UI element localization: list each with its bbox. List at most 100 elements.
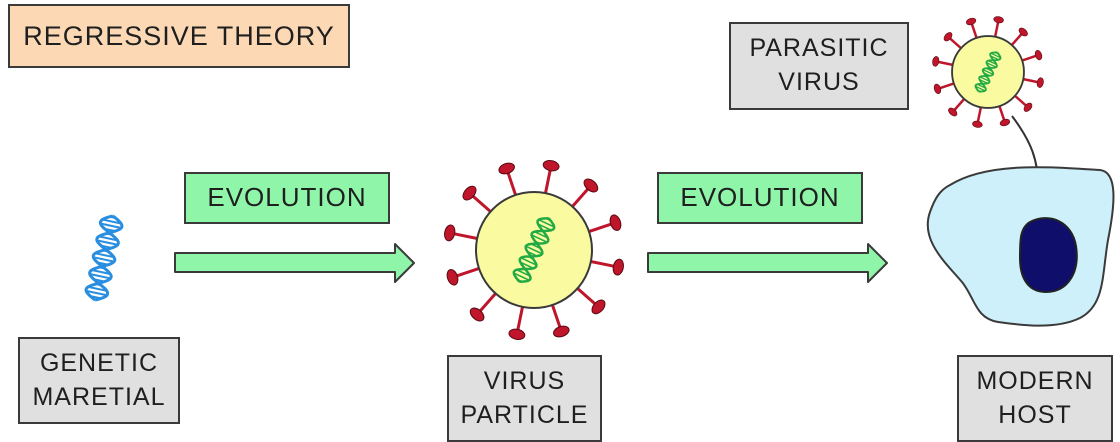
- virus-spike: [976, 105, 983, 123]
- helix-rung: [537, 223, 552, 231]
- helix-rung: [525, 245, 543, 255]
- helix-rung: [96, 239, 118, 246]
- helix-rung: [977, 83, 986, 89]
- virus-spike: [455, 266, 482, 278]
- virus-spike: [569, 187, 590, 209]
- helix-rung: [519, 261, 534, 269]
- virus-spike-head: [462, 185, 477, 201]
- helix-rung: [975, 85, 986, 92]
- virus-spike: [478, 291, 499, 313]
- virus-spike-head: [999, 118, 1011, 127]
- virus-spike-head: [508, 328, 526, 340]
- helix-rung: [102, 249, 109, 253]
- helix-rung: [100, 244, 112, 249]
- parasitic-virus-label: PARASITIC VIRUS: [729, 22, 909, 110]
- helix-rung: [89, 273, 111, 280]
- virus-spike: [953, 97, 966, 111]
- helix-rung: [979, 78, 988, 84]
- virus-spike: [1020, 54, 1037, 63]
- virus-spike-head: [444, 224, 456, 242]
- virus-spike: [453, 232, 480, 241]
- virus-spike-head: [933, 83, 942, 95]
- virus-spike-head: [612, 258, 624, 276]
- helix-rung: [516, 278, 523, 283]
- virus-spike: [993, 21, 1000, 39]
- helix-rung: [98, 266, 105, 270]
- helix-rung: [994, 51, 999, 55]
- virus-spike-head: [1018, 27, 1028, 37]
- helix-rung: [93, 278, 105, 283]
- nucleus: [1018, 217, 1078, 294]
- host-cell-icon: [926, 166, 1115, 327]
- virus-spike: [939, 81, 956, 90]
- virus-spike-head: [591, 299, 606, 315]
- helix-rung: [990, 55, 999, 61]
- helix-rung: [516, 269, 531, 277]
- arrow-right-icon: [174, 243, 415, 283]
- virus-icon: [444, 160, 624, 340]
- helix-rung: [104, 227, 116, 233]
- virus-spike-head: [609, 214, 622, 231]
- evolution-label-2: EVOLUTION: [657, 172, 863, 224]
- virus-spike-head: [943, 32, 953, 42]
- helix-rung: [87, 285, 107, 292]
- dna-helix-icon: [84, 214, 124, 302]
- genetic-material-label: GENETIC MARETIAL: [18, 337, 180, 424]
- virus-spike-head: [1036, 77, 1044, 88]
- helix-rung: [527, 255, 534, 260]
- virus-spike-head: [1023, 102, 1033, 112]
- virus-spike: [1021, 77, 1039, 84]
- helix-rung: [534, 240, 541, 245]
- virus-spike-head: [583, 178, 599, 193]
- arrow-right-icon: [647, 243, 888, 283]
- virus-spike-head: [932, 56, 940, 67]
- virus-spike-head: [993, 16, 1004, 24]
- virus-spike-head: [498, 162, 515, 175]
- helix-rung: [95, 252, 115, 259]
- helix-rung: [988, 60, 997, 66]
- virus-spike: [997, 104, 1006, 121]
- helix-rung: [534, 231, 549, 239]
- virus-spike-head: [469, 307, 485, 322]
- virus-spike-head: [542, 160, 560, 172]
- helix-rung: [90, 295, 102, 300]
- helix-rung: [97, 261, 109, 266]
- evolution-label-1: EVOLUTION: [184, 172, 390, 224]
- helix-rung: [100, 222, 122, 229]
- helix-rung: [990, 52, 1001, 59]
- virus-spike: [1010, 33, 1023, 47]
- helix-rung: [513, 272, 530, 281]
- virus-icon: [932, 16, 1044, 128]
- viral-dna-icon: [512, 217, 556, 283]
- helix-rung: [983, 75, 988, 79]
- helix-rung: [531, 234, 548, 243]
- helix-rung: [109, 215, 116, 219]
- helix-rung: [520, 257, 537, 266]
- virus-spike-head: [1034, 49, 1043, 61]
- virus-spike-head: [972, 120, 983, 128]
- virus-spike: [588, 259, 615, 268]
- helix-rung: [102, 218, 122, 225]
- virus-spike: [970, 23, 979, 40]
- helix-rung: [986, 62, 997, 68]
- virus-spike: [471, 194, 493, 215]
- virus-spike: [937, 60, 955, 67]
- helix-rung: [527, 250, 538, 257]
- helix-rung: [979, 76, 990, 82]
- diagram-title: REGRESSIVE THEORY: [8, 4, 350, 68]
- helix-rung: [93, 256, 115, 263]
- virus-spike-head: [948, 107, 958, 117]
- virus-spike: [575, 285, 597, 306]
- virus-spike-head: [553, 325, 570, 338]
- helix-rung: [988, 65, 993, 69]
- helix-rung: [91, 269, 111, 275]
- helix-rung: [977, 89, 982, 93]
- virus-spike: [506, 171, 518, 198]
- helix-rung: [98, 235, 118, 242]
- virus-spike-head: [446, 269, 459, 286]
- helix-rung: [983, 72, 991, 77]
- virus-spike: [516, 304, 525, 331]
- helix-rung: [106, 232, 113, 236]
- helix-rung: [985, 67, 993, 72]
